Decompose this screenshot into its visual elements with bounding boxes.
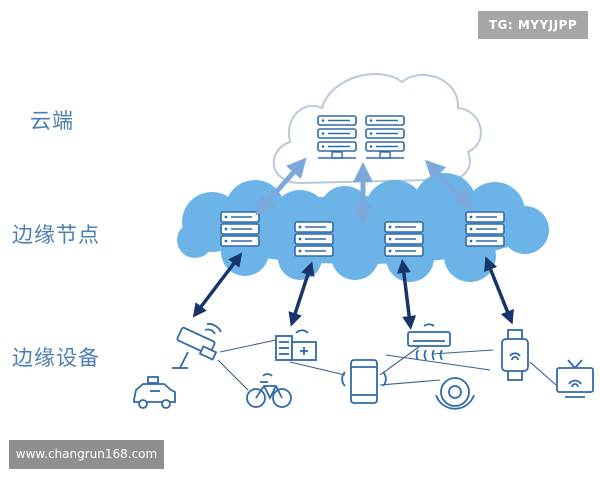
tg-watermark-badge: TG: MYYJJPP [478, 11, 588, 39]
cloud-server-left [317, 115, 357, 159]
cloud-links [255, 157, 474, 225]
tier-label-edge-devices: 边缘设备 [12, 346, 100, 370]
tier-label-edge-nodes: 边缘节点 [12, 223, 100, 247]
smart-tv-icon [556, 359, 594, 398]
robot-vacuum-icon [435, 377, 475, 410]
taxi-icon [133, 376, 176, 409]
hospital-icon [275, 329, 317, 361]
tier-label-cloud: 云端 [30, 109, 74, 133]
site-watermark-badge: www.changrun168.com [9, 440, 164, 469]
security-camera-icon [172, 323, 222, 369]
bicycle-icon [246, 373, 292, 408]
device-mesh-lines [217, 339, 557, 391]
smartphone-icon [341, 359, 387, 404]
edge-node-server-1 [220, 211, 260, 247]
edge-node-server-3 [384, 221, 424, 257]
air-conditioner-icon [407, 323, 451, 361]
edge-node-server-4 [465, 211, 505, 247]
smartwatch-icon [501, 329, 529, 381]
edge-node-server-2 [294, 221, 334, 257]
device-links [192, 252, 514, 330]
cloud-server-right [365, 115, 405, 159]
